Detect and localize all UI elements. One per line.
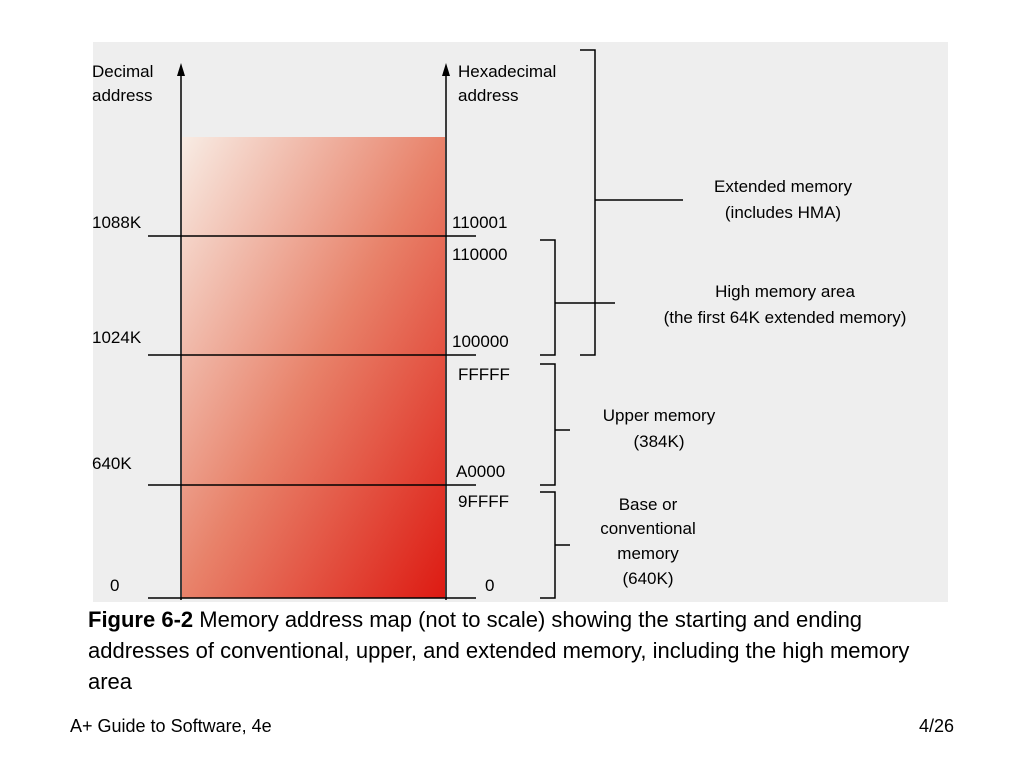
base-memory-label-1: Base or <box>619 495 678 514</box>
hex-axis-arrow <box>442 63 450 76</box>
hex-label-110000: 110000 <box>452 245 507 264</box>
hex-axis-title-1: Hexadecimal <box>458 62 556 81</box>
hex-label-fffff: FFFFF <box>458 365 510 384</box>
footer-book-title: A+ Guide to Software, 4e <box>70 716 272 736</box>
bracket-extended <box>580 49 596 356</box>
figure-caption: Figure 6-2 Memory address map (not to sc… <box>88 604 948 697</box>
decimal-axis-title-2: address <box>92 86 152 105</box>
upper-memory-size: (384K) <box>633 432 684 451</box>
hma-label: High memory area <box>715 282 855 301</box>
hex-label-100000: 100000 <box>452 332 509 351</box>
decimal-axis-title-1: Decimal <box>92 62 153 81</box>
figure-caption-text: Memory address map (not to scale) showin… <box>88 607 910 694</box>
decimal-label-640k: 640K <box>92 454 132 473</box>
memory-block <box>182 137 445 598</box>
footer-page-number: 4/26 <box>918 716 954 736</box>
base-memory-label-2: conventional <box>600 519 695 538</box>
memory-map-diagram: Decimal address Hexadecimal address 1088… <box>92 42 948 602</box>
decimal-label-1088k: 1088K <box>92 213 142 232</box>
hex-axis-title-2: address <box>458 86 518 105</box>
hex-label-a0000: A0000 <box>456 462 505 481</box>
decimal-label-1024k: 1024K <box>92 328 142 347</box>
hex-label-0: 0 <box>485 576 494 595</box>
extended-memory-note: (includes HMA) <box>725 203 841 222</box>
bracket-upper <box>540 363 556 486</box>
base-memory-size: (640K) <box>622 569 673 588</box>
decimal-axis-arrow <box>177 63 185 76</box>
hma-note: (the first 64K extended memory) <box>664 308 907 327</box>
figure-number: Figure 6-2 <box>88 607 194 632</box>
hex-label-9ffff: 9FFFF <box>458 492 509 511</box>
bracket-hma <box>540 239 556 356</box>
hex-label-110001: 110001 <box>452 213 507 232</box>
decimal-label-0: 0 <box>110 576 119 595</box>
base-memory-label-3: memory <box>617 544 679 563</box>
extended-memory-label: Extended memory <box>714 177 852 196</box>
upper-memory-label: Upper memory <box>603 406 716 425</box>
